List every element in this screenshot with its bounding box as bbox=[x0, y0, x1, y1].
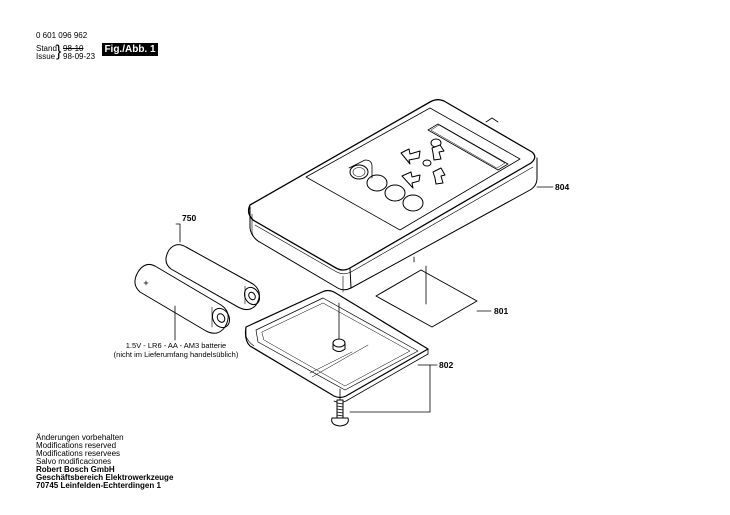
footer-line: Salvo modificaciones bbox=[36, 457, 112, 466]
company-name: Robert Bosch GmbH bbox=[36, 465, 115, 474]
stand-date: 98-10 bbox=[63, 44, 84, 53]
leader-line-802 bbox=[349, 364, 438, 413]
leader-line-750 bbox=[175, 223, 181, 243]
part-label-804: 804 bbox=[555, 182, 569, 192]
battery-lower bbox=[134, 264, 231, 334]
company-division: Geschäftsbereich Elektrowerkzeuge bbox=[36, 473, 174, 482]
stand-label: Stand bbox=[36, 44, 57, 53]
issue-date: 98-09-23 bbox=[63, 52, 96, 61]
battery-note-line1: 1.5V - LR6 - AA - AM3 batterie bbox=[125, 341, 227, 350]
doc-number: 0 601 096 962 bbox=[36, 31, 88, 40]
footer-line: Modifications reservees bbox=[36, 449, 121, 458]
issue-label: Issue bbox=[36, 52, 56, 61]
part-label-750: 750 bbox=[182, 213, 196, 223]
part-label-802: 802 bbox=[439, 360, 453, 370]
footer-line: Modifications reserved bbox=[36, 441, 117, 450]
battery-cover bbox=[244, 289, 429, 403]
screw bbox=[331, 388, 349, 427]
figure-label: Fig./Abb. 1 bbox=[102, 43, 158, 56]
part-label-801: 801 bbox=[494, 306, 508, 316]
footer-line: Änderungen vorbehalten bbox=[36, 433, 124, 442]
remote-control-housing bbox=[247, 99, 538, 293]
brace-glyph: } bbox=[56, 43, 62, 60]
company-address: 70745 Leinfelden-Echterdingen 1 bbox=[36, 481, 161, 490]
label-plate bbox=[375, 269, 478, 328]
battery-upper bbox=[165, 244, 261, 311]
leader-line-801 bbox=[425, 265, 492, 312]
battery-note-line2: (nicht im Lieferumfang handelsüblich) bbox=[113, 350, 239, 359]
